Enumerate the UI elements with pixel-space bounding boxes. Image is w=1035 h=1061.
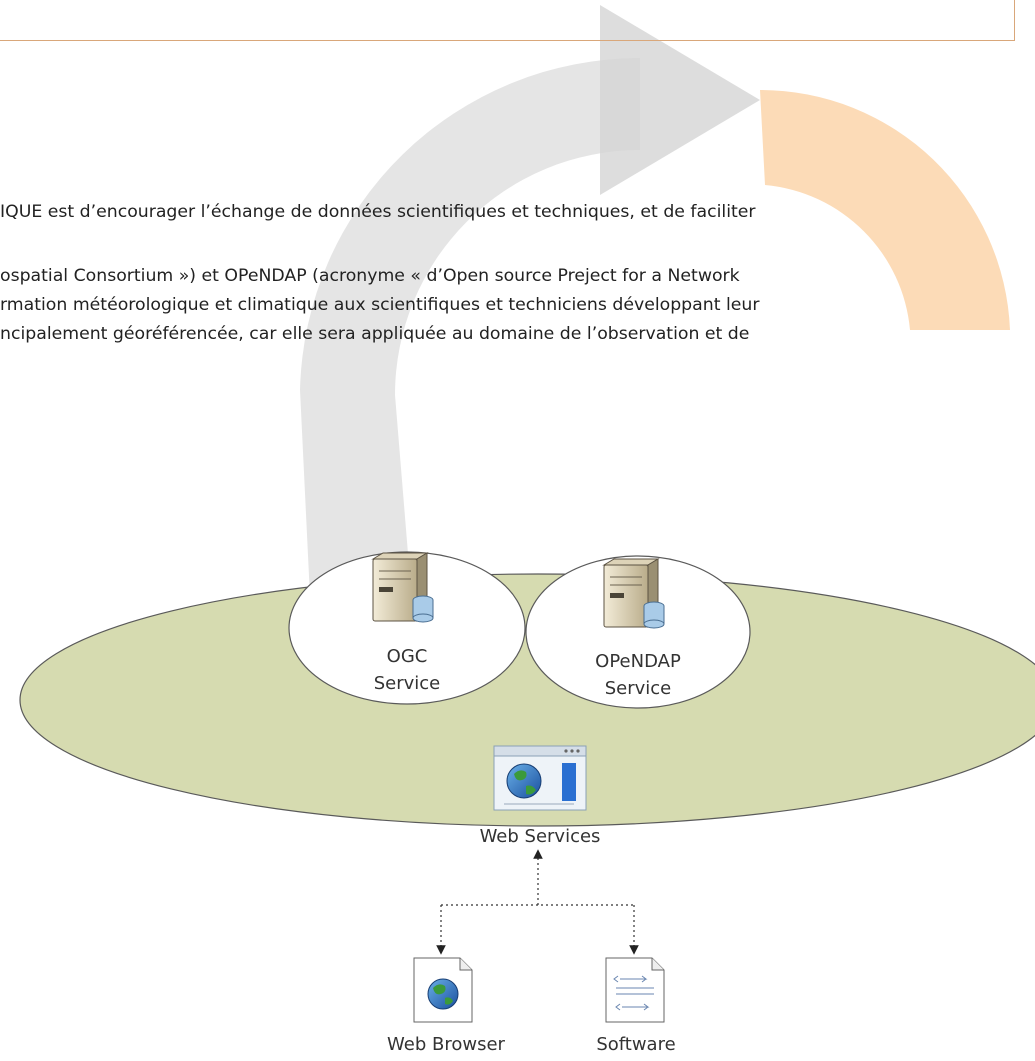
server-database-icon (602, 558, 665, 629)
watermark-orange-arc (760, 89, 1010, 331)
server-database-icon (371, 552, 434, 623)
paragraph-intro: IQUE est d’encourager l’échange de donné… (0, 198, 756, 227)
header-box (0, 0, 1015, 41)
paragraph-line: rmation météorologique et climatique aux… (0, 295, 760, 315)
ogc-service-label-line2: Service (374, 673, 441, 694)
paragraph-line: IQUE est d’encourager l’échange de donné… (0, 202, 756, 222)
ogc-service-node: OGC Service (288, 551, 526, 705)
ogc-service-label-line1: OGC (387, 646, 428, 667)
paragraph-standards: ospatial Consortium ») et OPeNDAP (acron… (0, 262, 759, 349)
watermark-gray-arc (300, 57, 640, 700)
web-browser-label: Web Browser (387, 1034, 506, 1055)
watermark-arrow-head (600, 5, 760, 195)
opendap-service-label-line2: Service (605, 678, 672, 699)
paragraph-line: ospatial Consortium ») et OPeNDAP (acron… (0, 266, 740, 286)
code-document-icon (605, 957, 665, 1023)
opendap-service-label-line1: OPeNDAP (595, 651, 681, 672)
opendap-service-node: OPeNDAP Service (525, 555, 751, 709)
web-browser-window-icon (493, 745, 587, 811)
web-services-label: Web Services (480, 826, 601, 847)
web-services-ellipse (19, 573, 1035, 827)
software-label: Software (596, 1034, 675, 1055)
paragraph-line: ncipalement géoréférencée, car elle sera… (0, 324, 750, 344)
architecture-diagram: OGC Service OPeNDAP Service (19, 551, 1035, 1055)
globe-document-icon (413, 957, 473, 1023)
